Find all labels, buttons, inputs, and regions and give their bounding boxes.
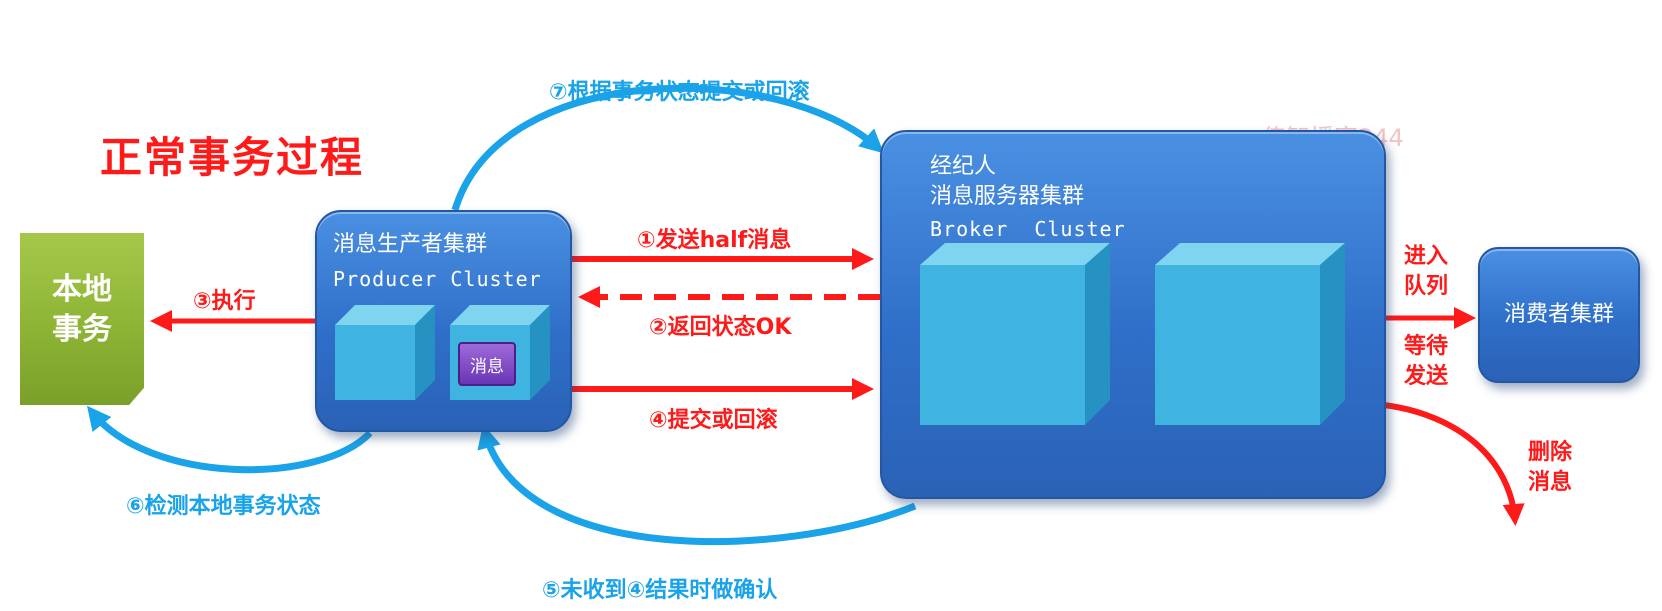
broker-cubes: [920, 243, 1345, 425]
label-step4: ④提交或回滚: [649, 408, 778, 433]
enqueue-line1: 进入: [1404, 244, 1449, 269]
producer-cubes: [335, 305, 550, 400]
label-step3: ③执行: [193, 289, 256, 314]
label-step6: ⑥检测本地事务状态: [126, 494, 321, 519]
broker-cube-1: [920, 243, 1110, 425]
delete-line1: 删除: [1528, 440, 1573, 465]
broker-cube-2: [1155, 243, 1345, 425]
diagram-title: 正常事务过程: [100, 133, 365, 182]
consumer-cluster-box: 消费者集群: [1478, 247, 1640, 383]
local-line1: 本地: [52, 272, 112, 307]
label-step1: ①发送half消息: [637, 228, 792, 253]
producer-title-cn: 消息生产者集群: [333, 232, 488, 257]
label-step7: ⑦根据事务状态提交或回滚: [549, 80, 810, 105]
label-enqueue: 进入 队列: [1404, 242, 1448, 302]
local-transaction-doc: [20, 233, 144, 405]
delete-line2: 消息: [1528, 470, 1573, 495]
producer-title-en: Producer Cluster: [333, 267, 542, 291]
wait-line2: 发送: [1404, 364, 1449, 389]
label-step2: ②返回状态OK: [649, 315, 792, 340]
broker-line3: Broker Cluster: [930, 217, 1126, 241]
local-transaction-label: 本地 事务: [20, 270, 144, 350]
arrow-step7: [451, 84, 884, 212]
message-badge: 消息: [458, 342, 516, 386]
producer-cube-1: [335, 305, 435, 400]
consumer-label: 消费者集群: [1503, 302, 1614, 327]
broker-line2: 消息服务器集群: [930, 184, 1085, 209]
wait-line1: 等待: [1404, 334, 1449, 359]
broker-line1: 经纪人: [930, 154, 997, 179]
label-delete-message: 删除 消息: [1528, 438, 1572, 498]
message-badge-label: 消息: [470, 356, 504, 377]
arrow-step5: [477, 424, 917, 546]
arrow-delete: [1383, 402, 1525, 526]
label-step5: ⑤未收到④结果时做确认: [542, 578, 778, 603]
arrow-step6: [87, 405, 373, 474]
label-wait-send: 等待 发送: [1404, 332, 1448, 392]
local-line2: 事务: [52, 312, 112, 347]
enqueue-line2: 队列: [1404, 274, 1449, 299]
